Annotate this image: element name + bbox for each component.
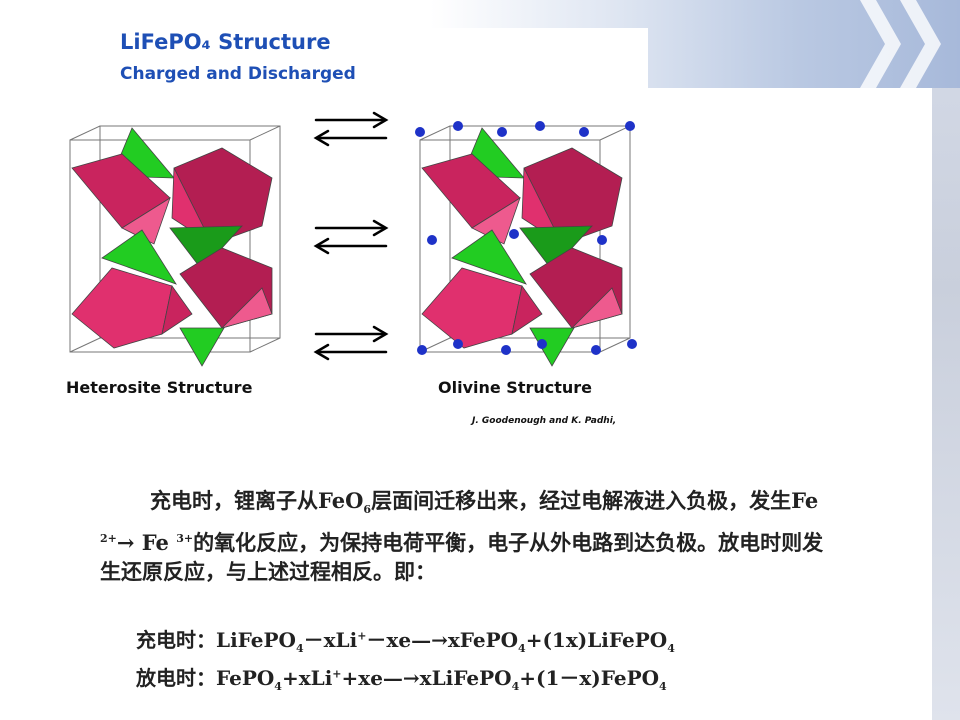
- figure-title: LiFePO₄ Structure: [120, 30, 331, 54]
- structure-figure: LiFePO₄ Structure Charged and Discharged: [62, 28, 646, 433]
- discharge-equation: 放电时：FePO4+xLi++xe—→xLiFePO4+(1－x)FePO4: [136, 666, 667, 693]
- right-decor-strip: [932, 0, 960, 720]
- equilibrium-arrows: [313, 111, 389, 361]
- description-paragraph: 充电时，锂离子从FeO6层面间迁移出来，经过电解液进入负极，发生Fe 2+→ F…: [100, 488, 824, 585]
- figure-credit: J. Goodenough and K. Padhi,: [472, 416, 617, 426]
- heterosite-structure-diagram: [69, 125, 281, 367]
- chevron-decor-icon: [860, 0, 941, 88]
- olivine-structure-diagram: [415, 121, 637, 367]
- heterosite-caption: Heterosite Structure: [66, 378, 253, 397]
- figure-subtitle: Charged and Discharged: [120, 64, 356, 84]
- charge-equation: 充电时：LiFePO4－xLi+－xe—→xFePO4+(1x)LiFePO4: [136, 628, 675, 655]
- olivine-caption: Olivine Structure: [438, 378, 593, 397]
